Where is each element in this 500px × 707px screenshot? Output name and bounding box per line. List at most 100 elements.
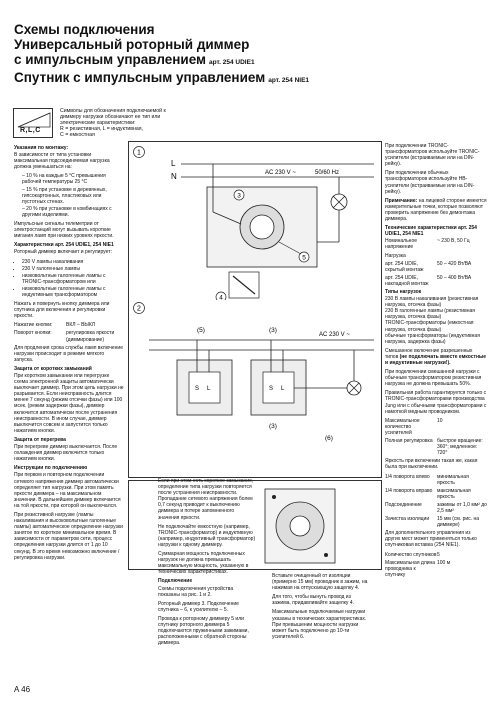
diagram-2-drawing: 2 AC 230 V ~ (5) S L (3) S L [133,302,374,442]
list-item: низковольтные галогенные лампы с индукти… [22,286,124,298]
page-number: A 46 [14,685,31,694]
spec-key: Подсоединение [385,501,422,508]
list-item: – 10 % на каждые 5 °C превышения рабочей… [22,173,106,186]
spec-key: арт. 254 UDIE, скрытый монтаж [385,260,424,273]
label-N: N [171,172,177,181]
ref-3-bottom: (3) [269,423,277,430]
spec-value: 50 – 400 Вт/ВА [437,274,472,281]
spec-value: максимальная яркость [437,487,471,500]
spec-key: Номинальное напряжение [385,238,418,251]
terminal-s-right: S [269,386,273,392]
paragraph: Провода к роторному диммеру 5 или спутни… [158,615,249,647]
page-title: Схемы подключения Универсальный роторный… [14,22,494,88]
key-value-row: Нажатие кнопки: ВКЛ – ВЫКЛ [14,322,124,328]
paragraph: В зависимости от типа установки максимал… [14,152,110,171]
heading-connection-instructions: Инструкции по подключению [14,465,88,472]
frequency-label: 50/60 Hz [315,170,339,176]
spec-key: 1/4 поворота вправо [385,487,433,494]
spec-row: Нагрузка [385,253,487,259]
mixed-load-warning: (не подключать вместе емкостные и индукт… [385,353,487,366]
note-text: на лицевой стороне имеются измерительные… [385,197,487,223]
kv-key: Нажатие кнопки: [14,322,53,329]
spec-value: быстрое вращение: 360°; медленное: 720° [437,438,483,457]
heading-tech-specs: Технические характеристики арт. 254 UDIE… [385,225,477,238]
diagram-1-drawing: 1 L N AC 230 V ~ 50/60 Hz 3 5 [133,146,374,303]
symbol-line: Символы для обозначения подключаемой к [60,108,166,114]
paragraph: При подключении обычных трансформаторов … [385,170,475,195]
paragraph: Для дополнительного управления из других… [385,530,477,549]
kv-key: Поворот кнопки: [14,330,52,337]
ref-3-label: (3) [269,327,277,334]
left-column: Указания по монтажу: В зависимости от ти… [14,143,124,564]
spec-row: арт. 254 UDIE, скрытый монтаж 50 – 420 Вт… [385,261,487,273]
voltage-label-2: AC 230 V ~ [319,332,350,338]
spec-row: Максимальная длина проводника к спутнику… [385,560,487,578]
symbol-line: электрические характеристики: [60,120,136,127]
satellite-drawing [128,480,382,570]
spec-value: 10 [437,417,443,424]
ref-5-label: (5) [197,327,205,334]
spec-key: Полная регулировка [385,438,433,445]
symbol-line: R = резистивная, L = индуктивная, [60,126,143,133]
spec-key: Максимальное количество усилителей [385,417,420,436]
paragraph: Яркость при включении такая же, какая бы… [385,458,478,471]
terminal-l-right: L [281,386,285,392]
paragraph: Не подключайте емкостную (например, TRON… [158,523,256,548]
spec-key: Количество спутников [385,551,437,558]
mixed-load-text: Смешанное включение разрешенных типов [385,347,473,360]
voltage-label: AC 230 V ~ [265,170,296,176]
ref-5: 5 [302,255,306,262]
center-column: Вставьте очищенный от изоляции (примерно… [272,573,370,643]
heading-short-circuit: Защита от коротких замыканий [14,365,92,372]
spec-key: Максимальная длина проводника к спутнику [385,559,436,578]
ref-4: 4 [219,295,223,302]
list-item: 230 V лампы накаливания [22,259,124,265]
spec-value: 5 [437,551,440,558]
paragraph: Нажать и повернуть кнопку диммера или сп… [14,301,110,320]
article-number-satellite: арт. 254 NIE1 [268,77,310,84]
mixed-load-paragraph: Смешанное включение разрешенных типов (н… [385,348,487,366]
paragraph: Импульсные сигналы телеметрии от электро… [14,221,114,240]
satellite-drawing-svg [264,488,336,564]
spec-row: 1/4 поворота вправо максимальная яркость [385,488,487,500]
heading-overheat: Защита от перегрева [14,436,66,443]
paragraph: При подключении смешанной нагрузки с обы… [385,369,482,388]
spec-row: Полная регулировка быстрое вращение: 360°… [385,438,487,456]
paragraph: Схемы подключения устройства показаны на… [158,585,234,598]
spec-value: ~ 230 В, 50 Гц [437,238,470,245]
paragraph: Вставьте очищенный от изоляции (примерно… [272,573,368,592]
heading-mounting: Указания по монтажу: [14,145,69,151]
kv-value: ВКЛ – ВЫКЛ [66,322,96,329]
heading-load-types: Типы нагрузок [385,288,422,295]
note-paragraph: Примечание: на лицевой стороне имеются и… [385,198,487,222]
spec-value: 50 – 420 Вт/ВА [437,260,472,267]
spec-key: арт. 254 UDIE, накладной монтаж [385,274,429,287]
right-column: При подключении TRONIC-трансформаторов и… [385,143,487,580]
title-line-1: Схемы подключения [14,22,155,37]
paragraph: Роторный диммер 3. Подключение спутника … [158,600,239,613]
paragraph: При перегреве диммер выключается. После … [14,444,118,463]
heading-characteristics: Характеристики арт. 254 UDIE1, 254 NIE1 [14,242,114,249]
paragraph: Роторный диммер включает и регулирует: [14,249,112,256]
title-line-3-text: с импульсным управлением [14,52,207,67]
wiring-diagram-2: 2 AC 230 V ~ (5) S L (3) S L [128,300,382,478]
load-symbol-label: R,L,C [20,127,41,134]
label-L: L [171,159,176,168]
spec-key: 1/4 поворота влево [385,473,430,480]
spec-row: арт. 254 UDIE, накладной монтаж 50 – 400 … [385,275,487,287]
kv-value: регулировка яркости (диммирование) [66,330,115,343]
ref-6: (6) [325,435,333,442]
list-item: – 15 % при установке в деревянных, гипсо… [22,186,107,205]
lamp-types-list: 230 V лампы накаливания 230 V галогенные… [14,259,124,299]
spec-value [437,253,487,259]
middle-column: Если при этом есть короткое замыкание, о… [158,478,256,649]
paragraph: Максимальные подключаемые нагрузки указа… [272,609,367,640]
note-label: Примечание: [385,197,418,204]
spec-key: Нагрузка [385,252,406,259]
diagram-1-number: 1 [137,150,141,157]
